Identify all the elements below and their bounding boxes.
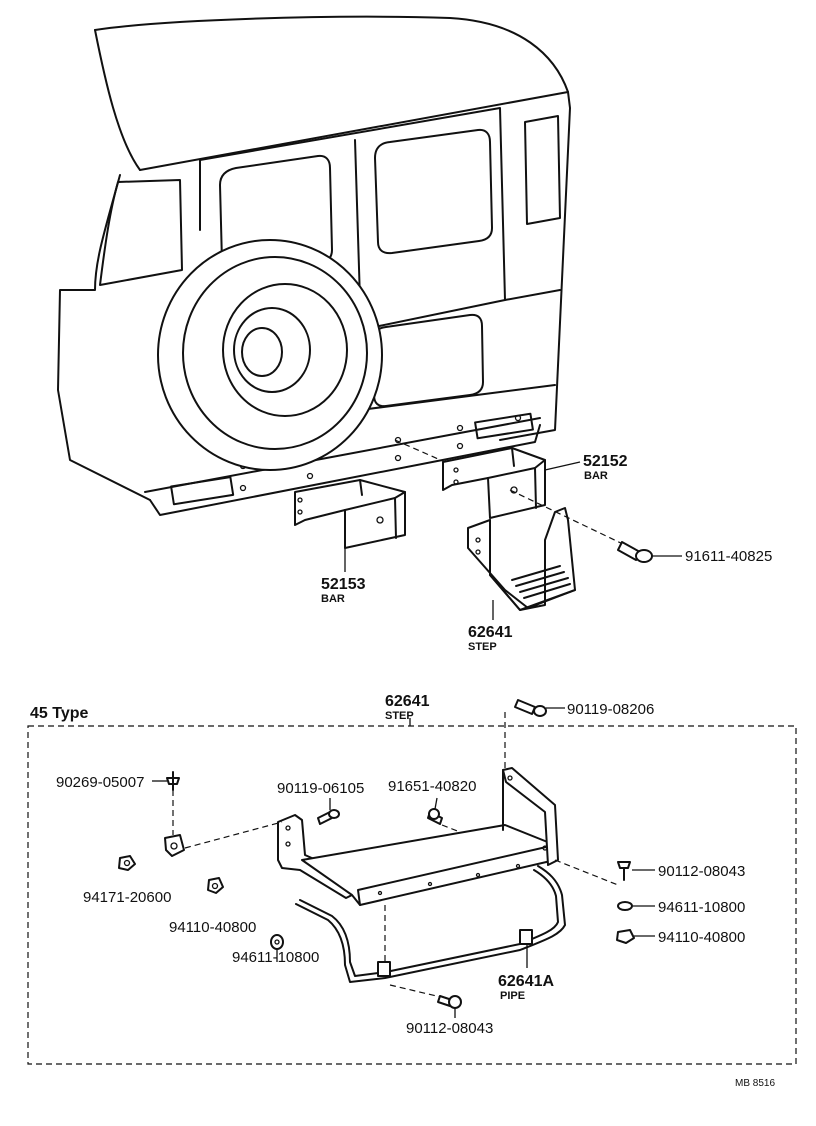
callout-94611-10800-right: 94611-10800 bbox=[658, 899, 745, 916]
nut-94171-20600-icon bbox=[118, 855, 136, 871]
callout-91611-40825: 91611-40825 bbox=[685, 548, 772, 565]
part-name-62641-top: STEP bbox=[468, 641, 497, 653]
bar-52153-bracket bbox=[294, 479, 406, 549]
callout-94110-40800-right: 94110-40800 bbox=[658, 929, 745, 946]
spare-tire bbox=[157, 239, 383, 471]
assembly-line bbox=[394, 439, 446, 463]
part-name-52153: BAR bbox=[321, 593, 345, 605]
washer-94611-10800-right-icon bbox=[617, 901, 633, 911]
bolt-90119-08206-icon bbox=[514, 699, 547, 717]
assembly-line bbox=[509, 489, 626, 546]
callout-90119-06105: 90119-06105 bbox=[277, 780, 364, 797]
bolt-90119-06105-icon bbox=[317, 809, 340, 825]
step-45-type-assembly bbox=[277, 767, 559, 906]
type-box-border bbox=[27, 725, 797, 1065]
part-number-52153: 52153 bbox=[321, 576, 366, 593]
callout-94110-40800-left: 94110-40800 bbox=[169, 919, 256, 936]
bolt-91651-40820-icon bbox=[427, 808, 443, 825]
callout-90269-05007: 90269-05007 bbox=[56, 774, 144, 791]
nut-94110-40800-left-icon bbox=[207, 877, 224, 894]
nut-bracket-icon bbox=[164, 834, 185, 857]
part-number-62641-top: 62641 bbox=[468, 624, 513, 641]
pipe-62641a bbox=[295, 865, 566, 983]
document-code: MB 8516 bbox=[735, 1078, 775, 1089]
assembly-line bbox=[184, 821, 283, 849]
washer-94611-10800-left-icon bbox=[270, 934, 284, 950]
part-number-62641-box: 62641 bbox=[385, 693, 430, 710]
callout-90119-08206: 90119-08206 bbox=[567, 701, 654, 718]
part-number-52152: 52152 bbox=[583, 453, 628, 470]
assembly-line bbox=[389, 984, 446, 999]
assembly-line bbox=[441, 824, 461, 833]
callout-90112-08043-right: 90112-08043 bbox=[658, 863, 745, 880]
callout-91651-40820: 91651-40820 bbox=[388, 778, 476, 795]
nut-94110-40800-right-icon bbox=[616, 929, 635, 944]
step-62641-upper bbox=[467, 507, 576, 611]
bolt-90112-08043-bottom-icon bbox=[437, 995, 462, 1009]
part-name-52152: BAR bbox=[584, 470, 608, 482]
callout-94171-20600: 94171-20600 bbox=[83, 889, 171, 906]
bar-52152-bracket bbox=[442, 447, 546, 519]
leader-line bbox=[434, 797, 438, 810]
type-box-title: 45 Type bbox=[30, 705, 89, 722]
clip-90269-05007-icon bbox=[166, 771, 180, 791]
part-name-62641a: PIPE bbox=[500, 990, 525, 1002]
part-number-62641a: 62641A bbox=[498, 973, 554, 990]
part-name-62641-box: STEP bbox=[385, 710, 414, 722]
callout-90112-08043-bottom: 90112-08043 bbox=[406, 1020, 493, 1037]
bolt-91611-40825-icon bbox=[617, 541, 653, 563]
leader-line bbox=[544, 461, 581, 471]
assembly-line bbox=[554, 859, 619, 886]
bolt-90112-08043-right-icon bbox=[617, 861, 631, 881]
callout-94611-10800-left: 94611-10800 bbox=[232, 949, 319, 966]
